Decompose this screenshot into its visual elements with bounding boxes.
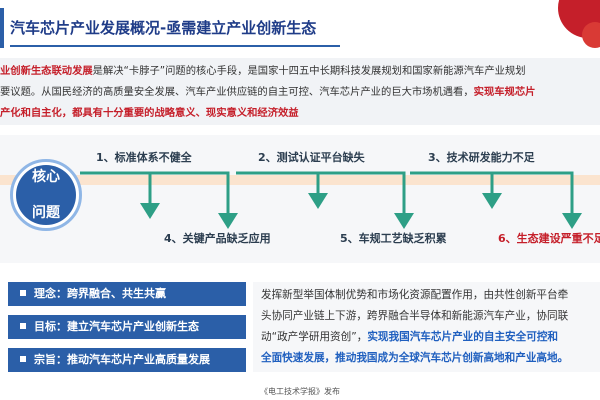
bullet-icon: [20, 290, 26, 296]
issue-4: 4、关键产品缺乏应用: [164, 232, 271, 245]
footer-source: 《电工技术学报》发布: [260, 387, 340, 396]
desc-line-2: 头协同产业链上下游，跨界融合半导体和新能源汽车产业，协同联: [261, 310, 569, 322]
desc-line-1: 发挥新型举国体制优势和市场化资源配置作用，由共性创新平台牵: [261, 289, 569, 301]
intro-highlight: 业创新生态联动发展: [0, 65, 93, 77]
issue-2: 2、测试认证平台缺失: [258, 151, 365, 164]
flow-band: [0, 175, 600, 185]
intro-line-1: 业创新生态联动发展是解决“卡脖子”问题的核心手段，是国家十四五中长期科技发展规划…: [0, 61, 600, 82]
principle-item: 宗旨：推动汽车芯片产业高质量发展: [8, 348, 246, 372]
principle-item: 目标：建立汽车芯片产业创新生态: [8, 315, 246, 339]
arrow-6-icon: [492, 171, 574, 217]
core-problem-circle: 核心问题: [16, 165, 76, 225]
issue-1: 1、标准体系不健全: [96, 151, 192, 164]
arrow-3-icon: [236, 171, 320, 199]
intro-line-2: 要议题。从国民经济的高质量安全发展、汽车产业供应链的自主可控、汽车芯片产业的巨大…: [0, 82, 600, 103]
flow-arrows: [80, 171, 582, 229]
intro-panel: 业创新生态联动发展是解决“卡脖子”问题的核心手段，是国家十四五中长期科技发展规划…: [0, 58, 600, 125]
intro-highlight: 实现车规芯片: [473, 86, 536, 98]
title-underline: [10, 45, 340, 47]
principle-item: 理念：跨界融合、共生共赢: [8, 282, 246, 306]
decorative-dot-icon: [582, 22, 600, 48]
principle-text: 目标：建立汽车芯片产业创新生态: [34, 320, 199, 333]
issue-6: 6、生态建设严重不足: [498, 232, 600, 245]
intro-text: 要议题。从国民经济的高质量安全发展、汽车产业供应链的自主可控、汽车芯片产业的巨大…: [0, 86, 474, 98]
arrowhead-icon: [562, 213, 582, 229]
core-issues-flow: 核心问题 1、标准体系不健全 2、测试认证平台缺失 3、技术研发能力不足 4、关…: [0, 135, 600, 263]
arrow-1-icon: [80, 171, 152, 209]
arrowhead-icon: [394, 213, 414, 229]
description-box: 发挥新型举国体制优势和市场化资源配置作用，由共性创新平台牵 头协同产业链上下游，…: [253, 282, 600, 372]
arrowhead-icon: [308, 193, 328, 209]
principles-list: 理念：跨界融合、共生共赢 目标：建立汽车芯片产业创新生态 宗旨：推动汽车芯片产业…: [8, 282, 246, 381]
header-accent: [0, 8, 4, 48]
arrow-2-icon: [150, 171, 230, 217]
intro-line-3: 产化和自主化，都具有十分重要的战略意义、现实意义和经济效益: [0, 103, 600, 124]
header: 汽车芯片产业发展概况-亟需建立产业创新生态: [0, 8, 600, 48]
core-label-2: 问题: [32, 205, 60, 221]
bullet-icon: [20, 323, 26, 329]
arrow-4-icon: [318, 171, 406, 217]
arrow-5-icon: [410, 171, 494, 199]
issue-5: 5、车规工艺缺乏积累: [340, 232, 447, 245]
arrowhead-icon: [482, 193, 502, 209]
desc-line-3: 动“政产学研用资创”，实现我国汽车芯片产业的自主安全可控和: [261, 327, 600, 348]
page-title: 汽车芯片产业发展概况-亟需建立产业创新生态: [10, 19, 317, 37]
arrowhead-icon: [218, 213, 238, 229]
desc-text: 动“政产学研用资创”，: [261, 331, 368, 343]
bullet-icon: [20, 356, 26, 362]
desc-line-4: 全面快速发展，推动我国成为全球汽车芯片创新高地和产业高地。: [261, 348, 600, 369]
intro-text: 是解决“卡脖子”问题的核心手段，是国家十四五中长期科技发展规划和国家新能源汽车产…: [92, 65, 526, 77]
principle-text: 宗旨：推动汽车芯片产业高质量发展: [34, 353, 210, 366]
desc-highlight: 全面快速发展，推动我国成为全球汽车芯片创新高地和产业高地。: [261, 352, 569, 364]
principle-text: 理念：跨界融合、共生共赢: [34, 287, 166, 300]
arrowhead-icon: [140, 203, 160, 219]
issue-3: 3、技术研发能力不足: [428, 151, 535, 164]
core-label-1: 核心: [32, 169, 60, 185]
desc-highlight: 实现我国汽车芯片产业的自主安全可控和: [367, 331, 559, 343]
intro-highlight: 产化和自主化，都具有十分重要的战略意义、现实意义和经济效益: [0, 107, 299, 119]
